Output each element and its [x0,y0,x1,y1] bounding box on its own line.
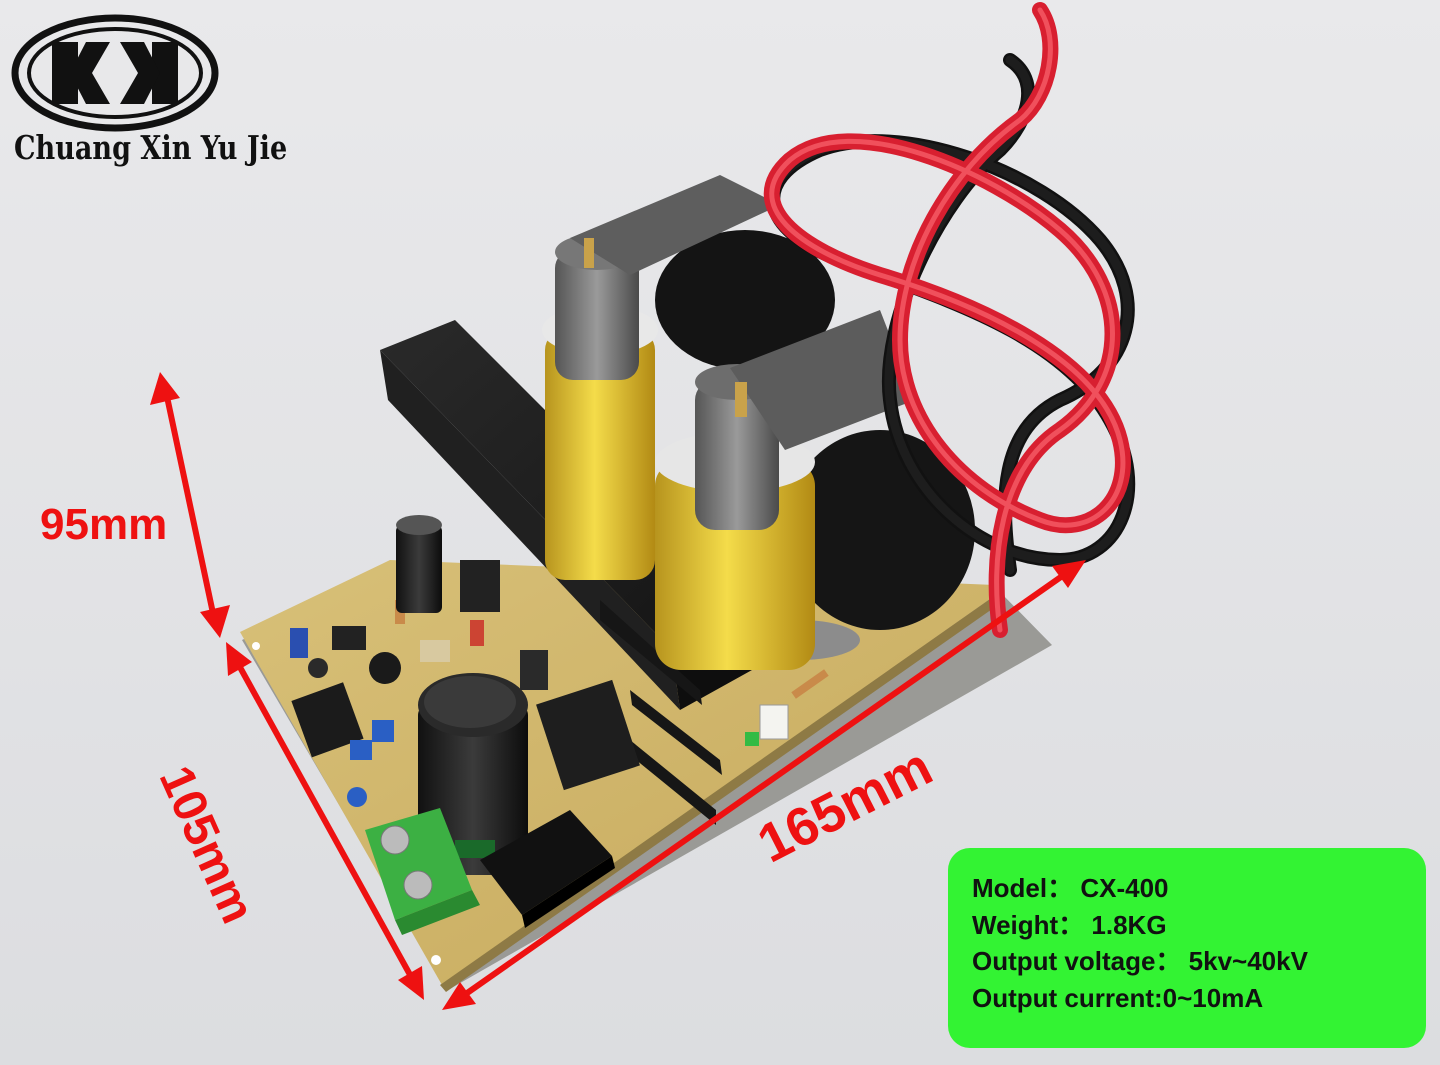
front-hv-coil [655,310,915,670]
green-terminal-block [365,808,480,935]
spec-weight: Weight： 1.8KG [972,909,1167,940]
spec-output-current: Output current:0~10mA [972,982,1264,1013]
spec-output-voltage: Output voltage： 5kv~40kV [972,946,1308,976]
spec-card: Model： CX-400 Weight： 1.8KG Output volta… [948,848,1426,1048]
dimension-arrows [150,372,1086,1010]
spec-model: Model： CX-400 [972,873,1169,903]
brand-name: Chuang Xin Yu Jie [14,128,288,167]
back-hv-coil [542,175,780,580]
power-transistors [460,560,640,791]
kk-logo-icon [11,14,219,132]
height-dimension-label: 95mm [40,500,168,549]
small-capacitor [396,515,442,613]
fuse-holder [480,810,615,928]
circuit-components [290,600,829,807]
hv-output-wires [763,2,1136,638]
